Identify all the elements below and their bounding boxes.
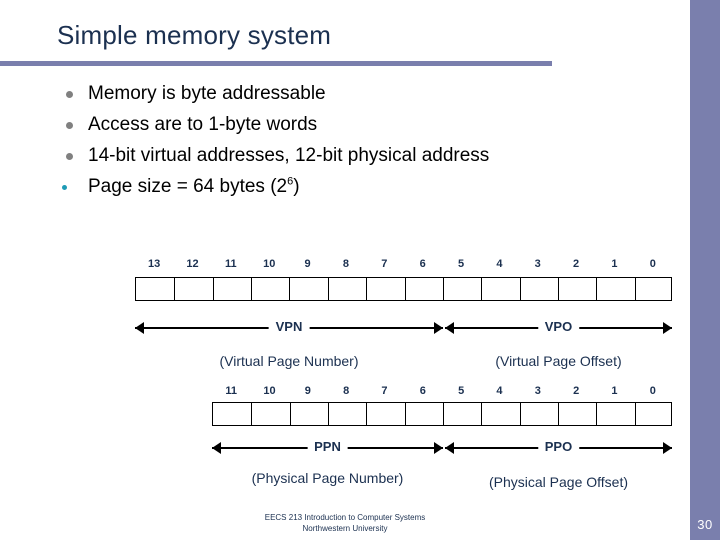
- bit-cell-divider: [442, 278, 444, 300]
- bullet-marker-icon: [66, 91, 73, 98]
- bullet-marker-icon: [66, 122, 73, 129]
- ppn-span-arrow: PPN: [212, 438, 443, 456]
- bit-cell-divider: [481, 278, 483, 300]
- ppo-span-arrow: PPO: [445, 438, 672, 456]
- bit-cell-divider: [596, 278, 598, 300]
- bit-index-label: 9: [304, 258, 311, 270]
- bit-index-label: 2: [573, 385, 580, 397]
- bit-index-label: 6: [419, 385, 426, 397]
- ppn-arrow-head-right-icon: [434, 442, 443, 454]
- slide-footer: EECS 213 Introduction to Computer System…: [0, 512, 690, 534]
- bit-cell-divider: [289, 278, 291, 300]
- bit-index-label: 1: [611, 258, 618, 270]
- list-item: Access are to 1-byte words: [56, 109, 656, 140]
- ppn-full-name: (Physical Page Number): [251, 470, 404, 486]
- ppo-arrow-head-left-icon: [445, 442, 454, 454]
- bit-index-label: 0: [649, 258, 656, 270]
- bit-cell-divider: [558, 403, 559, 425]
- virtual-address-cells[interactable]: [135, 277, 672, 301]
- ppo-full-name: (Physical Page Offset): [488, 474, 629, 490]
- bit-cell-divider: [251, 403, 253, 425]
- bit-index-label: 10: [263, 258, 276, 270]
- bit-cell-divider: [519, 278, 521, 300]
- bullet-marker-icon: [66, 153, 73, 160]
- bit-cell-divider: [519, 403, 521, 425]
- bit-index-label: 4: [496, 385, 503, 397]
- bit-cell-divider: [327, 278, 329, 300]
- bit-index-label: 6: [419, 258, 426, 270]
- bit-index-label: 10: [263, 385, 276, 397]
- ppn-label: PPN: [307, 438, 348, 456]
- page-title: Simple memory system: [57, 20, 332, 50]
- list-item: Page size = 64 bytes (26): [56, 171, 656, 202]
- bit-index-label: 11: [225, 385, 237, 397]
- vpn-arrow-head-right-icon: [434, 322, 443, 334]
- bullet-marker-icon: [62, 185, 67, 190]
- bit-index-label: 5: [458, 385, 465, 397]
- vpo-arrow-head-right-icon: [663, 322, 672, 334]
- bit-cell-divider: [366, 278, 368, 300]
- bit-index-label: 5: [457, 258, 465, 270]
- bit-index-label: 7: [381, 258, 388, 270]
- bit-index-label: 4: [496, 258, 503, 270]
- list-item-label: Access are to 1-byte words: [88, 114, 318, 135]
- list-item: 14-bit virtual addresses, 12-bit physica…: [56, 140, 656, 171]
- bit-cell-divider: [174, 278, 176, 300]
- vpn-label: VPN: [268, 318, 310, 336]
- footer-line-2: Northwestern University: [302, 524, 388, 533]
- vpo-arrow-head-left-icon: [445, 322, 454, 334]
- slide-accent-sidebar: [690, 0, 720, 540]
- ppo-label: PPO: [537, 438, 580, 456]
- ppn-arrow-head-left-icon: [212, 442, 221, 454]
- bit-cell-divider: [251, 278, 253, 300]
- page-size-text-close: ): [293, 176, 300, 197]
- page-size-text: Page size = 64 bytes (2: [88, 176, 288, 197]
- bit-cell-divider: [212, 278, 214, 300]
- bit-cell-divider: [634, 403, 636, 425]
- bit-index-label: 1: [611, 385, 618, 397]
- bit-cell-divider: [596, 403, 598, 425]
- vpn-arrow-head-left-icon: [135, 322, 144, 334]
- vpo-full-name: (Virtual Page Offset): [495, 353, 622, 369]
- bit-cell-divider: [328, 403, 329, 425]
- list-item-label: Memory is byte addressable: [88, 83, 326, 104]
- bit-cell-divider: [404, 403, 406, 425]
- bit-index-label: 8: [343, 385, 350, 397]
- list-item: Memory is byte addressable: [56, 78, 656, 109]
- bit-cell-divider: [443, 403, 444, 425]
- bit-index-label: 11: [225, 258, 237, 270]
- bit-cell-divider: [366, 403, 368, 425]
- vpo-label: VPO: [537, 318, 580, 336]
- bit-index-label: 9: [304, 385, 311, 397]
- vpn-full-name: (Virtual Page Number): [219, 353, 359, 369]
- bit-cell-divider: [634, 278, 636, 300]
- ppo-arrow-head-right-icon: [663, 442, 672, 454]
- vpo-span-arrow: VPO: [445, 318, 672, 336]
- bit-index-label: 12: [186, 258, 199, 270]
- bit-index-label: 13: [148, 258, 161, 270]
- page-number: 30: [697, 517, 713, 532]
- footer-line-1: EECS 213 Introduction to Computer System…: [264, 513, 426, 522]
- bit-cell-divider: [557, 278, 559, 300]
- list-item-label: Page size = 64 bytes (26): [88, 171, 300, 202]
- bit-cell-divider: [404, 278, 406, 300]
- list-item-label: 14-bit virtual addresses, 12-bit physica…: [88, 145, 490, 166]
- bit-index-label: 8: [342, 258, 350, 270]
- bit-index-label: 7: [381, 385, 388, 397]
- page-size-exponent: 6: [287, 175, 294, 188]
- bit-index-label: 2: [573, 258, 580, 270]
- bit-index-label: 3: [534, 258, 541, 270]
- vpn-span-arrow: VPN: [135, 318, 443, 336]
- bit-cell-divider: [481, 403, 483, 425]
- bit-index-label: 3: [534, 385, 541, 397]
- bit-cell-divider: [289, 403, 291, 425]
- title-underline-rule: [0, 61, 552, 66]
- physical-address-cells[interactable]: [212, 402, 672, 426]
- bit-index-label: 0: [649, 385, 656, 397]
- bullet-list: Memory is byte addressable Access are to…: [56, 78, 656, 202]
